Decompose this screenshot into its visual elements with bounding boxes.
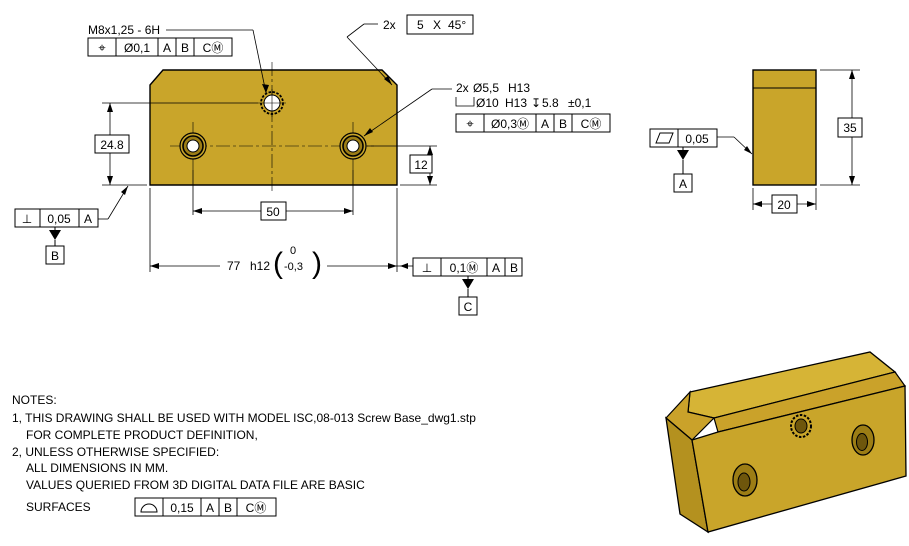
iso-threaded-hole-inner: [794, 418, 808, 434]
dim-hole-spacing: 50: [192, 170, 354, 221]
hole-position-fcf: ⌖ Ø0,3Ⓜ A B CⓂ: [455, 113, 611, 133]
fcf-cell: 0,15: [170, 501, 194, 515]
dim-text: 24.8: [100, 138, 124, 152]
thread-position-fcf: ⌖ Ø0,1 A B CⓂ: [87, 37, 233, 57]
note-line: ALL DIMENSIONS IN MM.: [26, 461, 168, 475]
chamfer-size: 5: [417, 18, 424, 32]
fcf-cell: CⓂ: [581, 117, 602, 131]
note-line: VALUES QUERIED FROM 3D DIGITAL DATA FILE…: [26, 478, 365, 492]
counterbore-hole-right: [339, 132, 367, 160]
paren-right: ): [312, 247, 322, 280]
isometric-view: [665, 351, 907, 534]
datum-a-label: A: [679, 177, 687, 191]
iso-hole-right-inner: [856, 433, 868, 451]
perpendicularity-icon: ⊥: [422, 261, 432, 275]
dim-length: 77 h12 ( ) 0 -0,3: [149, 188, 398, 280]
note-line: SURFACES: [26, 500, 91, 514]
dim-text: 50: [266, 205, 280, 219]
iso-hole-left-inner: [737, 472, 751, 492]
cbore-dia: Ø10: [476, 96, 499, 110]
thread-callout: M8x1,25 - 6H ⌖ Ø0,1 A B CⓂ: [87, 23, 269, 94]
datum-b-label: B: [51, 249, 59, 263]
fcf-cell: 0,05: [685, 132, 709, 146]
dim-height-left: 24.8: [94, 102, 258, 186]
counterbore-hole-left: [179, 132, 207, 160]
side-view-body: [752, 69, 817, 186]
notes-title: NOTES:: [12, 393, 57, 407]
surface-profile-fcf: 0,15 A B CⓂ: [134, 497, 277, 517]
iso-threaded-hole: [790, 414, 812, 438]
flatness-icon: [655, 132, 674, 144]
fcf-cell: B: [224, 501, 232, 515]
fcf-cell: A: [206, 501, 214, 515]
note-line: 2, UNLESS OTHERWISE SPECIFIED:: [12, 445, 219, 459]
fcf-cell: 0,05: [47, 212, 71, 226]
chamfer-callout: 2x 5 X 45°: [346, 14, 474, 86]
dim-text: 35: [843, 121, 857, 135]
fcf-cell: B: [559, 117, 567, 131]
hole-dia: Ø5,5: [473, 81, 499, 95]
perpendicularity-icon: ⊥: [22, 212, 32, 226]
note-line: FOR COMPLETE PRODUCT DEFINITION,: [26, 428, 258, 442]
depth-icon: ↧: [531, 96, 541, 110]
datum-c-label: C: [464, 300, 473, 314]
datum-triangle-icon: [49, 230, 61, 240]
paren-left: (: [273, 247, 283, 280]
thread-size-text: M8x1,25 - 6H: [88, 23, 160, 37]
fcf-cell: B: [181, 41, 189, 55]
surface-profile-icon: [140, 503, 158, 513]
front-view: [149, 62, 398, 192]
fcf-cell: 0,1Ⓜ: [450, 261, 479, 275]
fcf-cell: A: [163, 41, 171, 55]
cbore-depth: 5.8: [542, 96, 559, 110]
fcf-cell: CⓂ: [246, 501, 267, 515]
position-symbol-icon: ⌖: [98, 40, 106, 55]
cbore-tol: H13: [505, 96, 527, 110]
datum-a-callout: 0,05 A: [649, 128, 753, 193]
fcf-cell: Ø0,3Ⓜ: [491, 117, 529, 131]
dim-text: 20: [777, 198, 791, 212]
dim-height-right: 12: [367, 145, 437, 186]
front-view-body: [149, 69, 398, 186]
fcf-cell: B: [510, 261, 518, 275]
side-view: 35 20: [752, 69, 863, 214]
fcf-cell: A: [541, 117, 549, 131]
threaded-hole: [258, 89, 286, 117]
position-symbol-icon: ⌖: [466, 116, 474, 131]
notes-block: NOTES: 1, THIS DRAWING SHALL BE USED WIT…: [12, 393, 476, 517]
hole-callout: 2x Ø5,5 H13 Ø10 H13 ↧ 5.8 ±0,1 ⌖ Ø0,3Ⓜ A…: [363, 81, 611, 137]
dim-text: 12: [414, 158, 428, 172]
dim-tol-class: h12: [250, 259, 270, 273]
datum-triangle-icon: [462, 279, 474, 289]
dim-lower-tol: -0,3: [284, 261, 303, 273]
cbore-depth-tol: ±0,1: [568, 96, 592, 110]
dim-upper-tol: 0: [290, 245, 296, 257]
datum-c-callout: ⊥ 0,1Ⓜ A B C: [397, 257, 523, 316]
datum-triangle-icon: [677, 150, 689, 160]
note-line: 1, THIS DRAWING SHALL BE USED WITH MODEL…: [12, 411, 476, 425]
datum-b-callout: ⊥ 0,05 A B: [14, 185, 129, 265]
fcf-cell: A: [492, 261, 500, 275]
dim-text: 77: [227, 259, 241, 273]
chamfer-angle: 45°: [448, 18, 466, 32]
hole-tol: H13: [508, 81, 530, 95]
chamfer-count: 2x: [383, 18, 396, 32]
fcf-cell: A: [84, 212, 92, 226]
fcf-cell: Ø0,1: [124, 41, 150, 55]
hole-count: 2x: [456, 81, 469, 95]
counterbore-icon: [455, 97, 475, 107]
chamfer-x: X: [433, 18, 441, 32]
fcf-cell: CⓂ: [203, 41, 224, 55]
